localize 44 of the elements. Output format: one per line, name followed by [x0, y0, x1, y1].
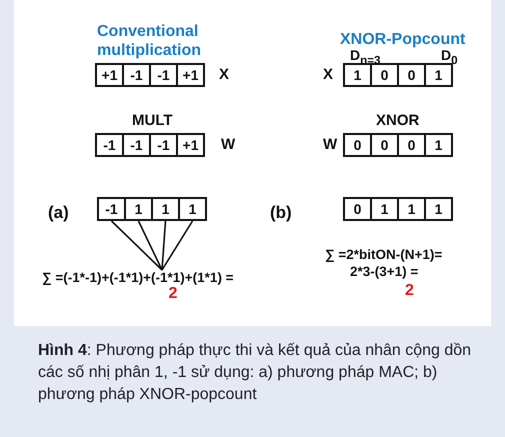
value-cell: 0	[343, 133, 372, 157]
value-cell: 1	[424, 63, 453, 87]
value-cell: -1	[122, 133, 151, 157]
value-cell: +1	[95, 63, 124, 87]
value-cell: 1	[397, 197, 426, 221]
value-cell: 1	[424, 197, 453, 221]
row-label: X	[323, 66, 334, 83]
panel-title: XNOR-Popcount	[340, 30, 466, 49]
value-cell: 0	[343, 197, 372, 221]
connector-line	[138, 220, 163, 270]
value-cell: 1	[343, 63, 372, 87]
operation-label: MULT	[132, 112, 173, 129]
panel-label: (a)	[48, 203, 69, 223]
connector-line	[110, 220, 163, 271]
value-cell: 0	[397, 133, 426, 157]
value-cell: 1	[178, 197, 207, 221]
panel-title: Conventional multiplication	[97, 22, 202, 60]
value-cell: +1	[176, 63, 205, 87]
row-label: X	[219, 66, 230, 83]
operation-label: XNOR	[376, 112, 420, 129]
value-cell: 1	[151, 197, 180, 221]
formula-line: 2*3-(3+1) =	[350, 264, 418, 279]
value-cell: 0	[370, 63, 399, 87]
value-cell: +1	[176, 133, 205, 157]
formula-line: ∑ =2*bitON-(N+1)=	[325, 247, 442, 262]
connector-line	[161, 220, 166, 270]
row-label: W	[323, 136, 338, 153]
result-value: 2	[168, 285, 178, 303]
value-cell: 1	[124, 197, 153, 221]
value-cell: -1	[149, 63, 178, 87]
value-cell: 0	[370, 133, 399, 157]
value-cell: -1	[95, 133, 124, 157]
value-cell: 1	[424, 133, 453, 157]
value-cell: -1	[122, 63, 151, 87]
value-cell: -1	[97, 197, 126, 221]
connector-line	[161, 220, 194, 270]
sum-formula: ∑ =(-1*-1)+(-1*1)+(-1*1)+(1*1) =	[42, 270, 235, 285]
panel-label: (b)	[270, 203, 292, 223]
value-cell: -1	[149, 133, 178, 157]
value-cell: 0	[397, 63, 426, 87]
value-cell: 1	[370, 197, 399, 221]
row-label: W	[221, 136, 236, 153]
result-value: 2	[405, 282, 414, 300]
figure-caption: Hình 4: Phương pháp thực thi và kết quả của nhân cộng dồn các số nhị phân 1, -1 sử dụng: a) phương pháp MAC; b) phương pháp XNOR-popcount	[38, 341, 472, 405]
